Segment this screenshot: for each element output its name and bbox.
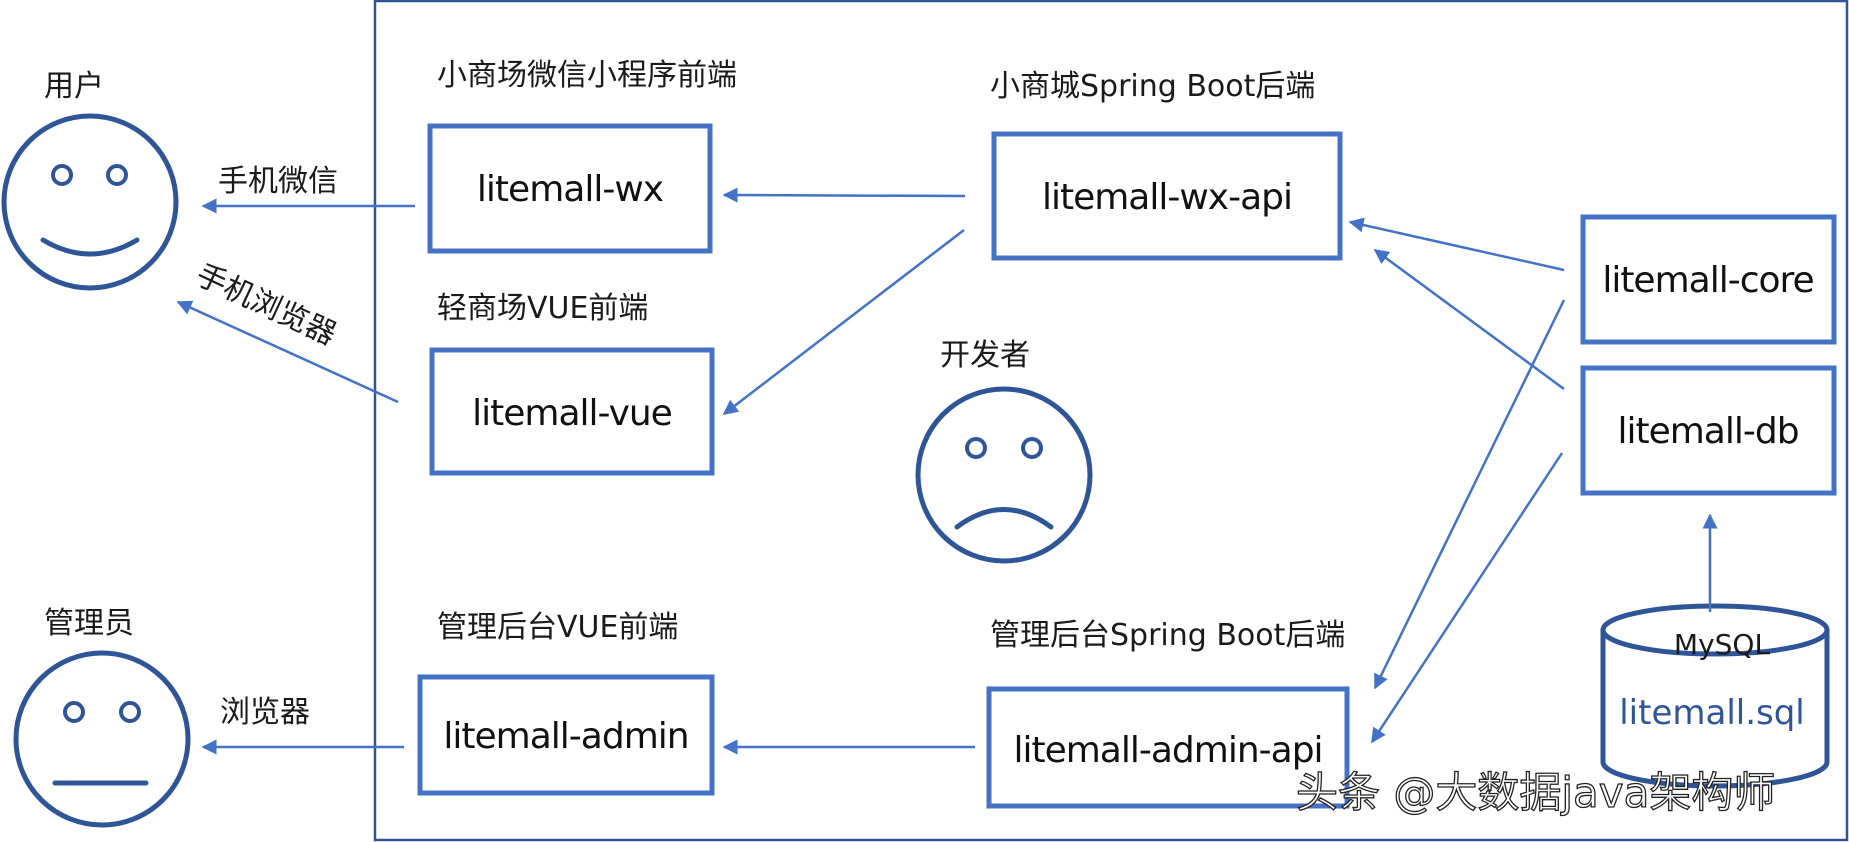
- admin-api-box: [986, 686, 1350, 809]
- user-label: 用户: [44, 69, 104, 104]
- smiling-face-icon: [1, 113, 179, 291]
- user-actor: 用户: [1, 69, 179, 291]
- watermark: 头条 @大数据java架构师: [1296, 768, 1775, 817]
- core-to-admin-api-arrow: [1373, 299, 1566, 690]
- core-to-wx-api-arrow: [1348, 217, 1565, 272]
- vue-to-user-arrow: [176, 300, 399, 404]
- sql-file-label: litemall.sql: [1619, 693, 1805, 733]
- admin-component-label: litemall-admin: [443, 716, 688, 757]
- wx-caption: 小商场微信小程序前端: [437, 58, 737, 93]
- admin-actor: 管理员: [13, 606, 191, 828]
- litemall-admin-component: 管理后台VUE前端 litemall-admin: [417, 610, 715, 796]
- litemall-wx-api-component: 小商城Spring Boot后端 litemall-wx-api: [990, 69, 1343, 261]
- db-to-wx-api-arrow: [1373, 248, 1565, 391]
- database-cylinder-icon: MySQL litemall.sql: [1600, 603, 1830, 789]
- admin-to-admin-user-label: 浏览器: [220, 695, 310, 730]
- vue-box: [429, 347, 715, 476]
- mysql-label: MySQL: [1674, 628, 1771, 661]
- wx-box: [427, 123, 713, 254]
- wx-label: litemall-wx: [477, 169, 664, 210]
- db-to-admin-api-arrow: [1370, 452, 1564, 744]
- litemall-db-component: litemall-db: [1580, 365, 1837, 496]
- litemall-vue-component: 轻商场VUE前端 litemall-vue: [429, 291, 715, 476]
- core-label: litemall-core: [1602, 260, 1813, 301]
- admin-api-caption: 管理后台Spring Boot后端: [990, 618, 1345, 653]
- core-box: [1580, 214, 1837, 345]
- admin-caption: 管理后台VUE前端: [437, 610, 678, 645]
- litemall-core-component: litemall-core: [1580, 214, 1837, 345]
- wx-api-to-wx-arrow: [722, 187, 966, 203]
- sad-face-icon: [915, 386, 1093, 564]
- wx-api-label: litemall-wx-api: [1042, 177, 1292, 218]
- admin-box: [417, 674, 715, 796]
- litemall-admin-api-component: 管理后台Spring Boot后端 litemall-admin-api: [986, 618, 1350, 809]
- vue-to-user-label: 手机浏览器: [191, 258, 342, 353]
- wx-to-user-label: 手机微信: [218, 164, 338, 199]
- developer-label: 开发者: [940, 338, 1030, 373]
- admin-label: 管理员: [44, 606, 134, 641]
- neutral-face-icon: [13, 650, 191, 828]
- system-boundary-frame: [373, 0, 1849, 842]
- vue-caption: 轻商场VUE前端: [437, 291, 648, 326]
- wx-api-box: [991, 131, 1343, 261]
- db-box: [1580, 365, 1837, 496]
- vue-label: litemall-vue: [472, 393, 672, 434]
- admin-api-label: litemall-admin-api: [1013, 730, 1322, 771]
- litemall-wx-component: 小商场微信小程序前端 litemall-wx: [427, 58, 737, 254]
- developer-actor: 开发者: [915, 338, 1093, 564]
- db-label: litemall-db: [1617, 411, 1798, 452]
- wx-api-to-vue-arrow: [722, 229, 965, 415]
- wx-api-caption: 小商城Spring Boot后端: [990, 69, 1315, 104]
